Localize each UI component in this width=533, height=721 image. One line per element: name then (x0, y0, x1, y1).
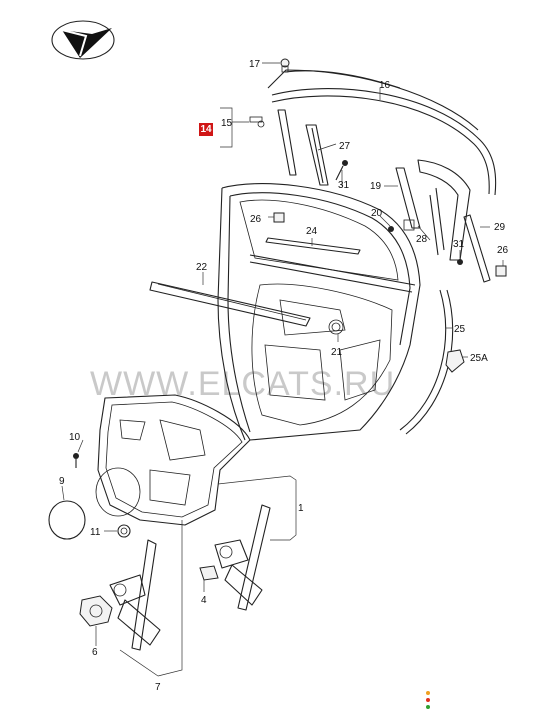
screw-31-right-icon (457, 259, 463, 265)
highlighted-part-badge[interactable]: 14 (199, 123, 213, 136)
part-label-16[interactable]: 16 (379, 80, 391, 91)
part-label-11[interactable]: 11 (90, 527, 101, 538)
status-dot-orange (426, 691, 430, 695)
leader-lines (61, 62, 504, 677)
part-label-25[interactable]: 25 (454, 324, 466, 335)
clip-25a-icon (445, 349, 465, 373)
clip-15-icon (249, 116, 265, 128)
screw-10-icon (73, 453, 79, 468)
rail-24 (265, 237, 361, 255)
strip-29 (463, 214, 491, 283)
status-dot-red (426, 698, 430, 702)
part-label-22[interactable]: 22 (196, 262, 208, 273)
part-label-28[interactable]: 28 (416, 234, 428, 245)
part-label-10[interactable]: 10 (69, 432, 81, 443)
part-labels: 17 16 15 27 31 19 20 26 24 29 28 31 26 2… (59, 59, 509, 693)
door-module-carrier (97, 394, 251, 526)
part-label-7[interactable]: 7 (155, 682, 161, 693)
channel-28 (417, 159, 471, 261)
screw-20-icon (388, 219, 415, 232)
seal-25 (399, 289, 454, 435)
part-label-1[interactable]: 1 (298, 503, 304, 514)
window-regulator-left (109, 539, 161, 651)
orientation-logo-icon (51, 20, 115, 60)
part-label-25a[interactable]: 25A (470, 353, 488, 364)
window-guide-27 (277, 109, 329, 186)
part-label-9[interactable]: 9 (59, 476, 65, 487)
part-label-20[interactable]: 20 (371, 208, 383, 219)
clip-4-icon (199, 565, 219, 581)
part-label-26-left[interactable]: 26 (250, 214, 262, 225)
status-dots (426, 691, 430, 709)
part-label-19[interactable]: 19 (370, 181, 382, 192)
part-label-21[interactable]: 21 (331, 347, 343, 358)
watermark-text: WWW.ELCATS.RU (90, 365, 395, 403)
window-motor-6 (79, 595, 113, 627)
sealing-disc-9 (48, 467, 141, 540)
guide-19 (395, 167, 421, 229)
door-frame (217, 183, 421, 441)
window-frame-seal (267, 69, 497, 196)
window-regulator-right (214, 504, 271, 611)
grommet-11-icon (117, 524, 131, 538)
part-label-17[interactable]: 17 (249, 59, 261, 70)
part-label-6[interactable]: 6 (92, 647, 98, 658)
part-label-24[interactable]: 24 (306, 226, 318, 237)
part-label-15[interactable]: 15 (221, 118, 233, 129)
part-label-26-right[interactable]: 26 (497, 245, 509, 256)
screw-17-icon (280, 58, 290, 73)
part-label-29[interactable]: 29 (494, 222, 506, 233)
part-label-31-upper[interactable]: 31 (338, 180, 350, 191)
part-label-31-right[interactable]: 31 (453, 239, 465, 250)
part-label-27[interactable]: 27 (339, 141, 351, 152)
clip-26-left-icon (273, 212, 285, 223)
part-label-4[interactable]: 4 (201, 595, 207, 606)
strip-22 (149, 281, 311, 327)
screw-31-upper-icon (335, 160, 348, 181)
clip-26-right-icon (495, 265, 507, 277)
status-dot-green (426, 705, 430, 709)
